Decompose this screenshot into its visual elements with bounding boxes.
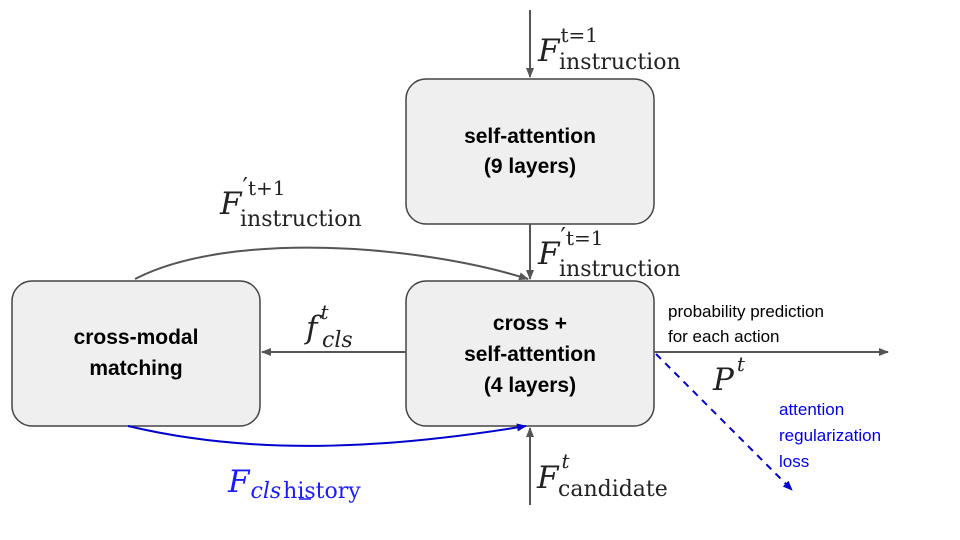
probability-note-2: for each action xyxy=(668,327,780,346)
cross-modal-label-2: matching xyxy=(89,357,182,380)
regularization-note-3: loss xyxy=(779,452,809,471)
cross-modal-box: cross-modal matching xyxy=(11,280,261,427)
self-attention-label-2: (9 layers) xyxy=(484,155,576,178)
feedback-curve-arrow xyxy=(134,246,529,281)
cross-modal-label-1: cross-modal xyxy=(74,326,199,349)
probability-note-1: probability prediction xyxy=(668,302,824,321)
history-curve-arrow xyxy=(127,423,527,447)
self-attention-label-1: self-attention xyxy=(464,125,596,148)
cross-attention-label-2: self-attention xyxy=(464,343,596,366)
cross-attention-label-3: (4 layers) xyxy=(484,374,576,397)
regularization-dashed-arrow xyxy=(655,353,793,491)
self-attention-box: self-attention (9 layers) xyxy=(405,78,655,225)
regularization-note-1: attention xyxy=(779,400,844,419)
regularization-note-2: regularization xyxy=(779,426,881,445)
history-label: Fclshistory xyxy=(227,464,361,504)
cross-attention-label-1: cross + xyxy=(493,312,567,335)
cross-attention-box: cross + self-attention (4 layers) xyxy=(405,280,655,427)
